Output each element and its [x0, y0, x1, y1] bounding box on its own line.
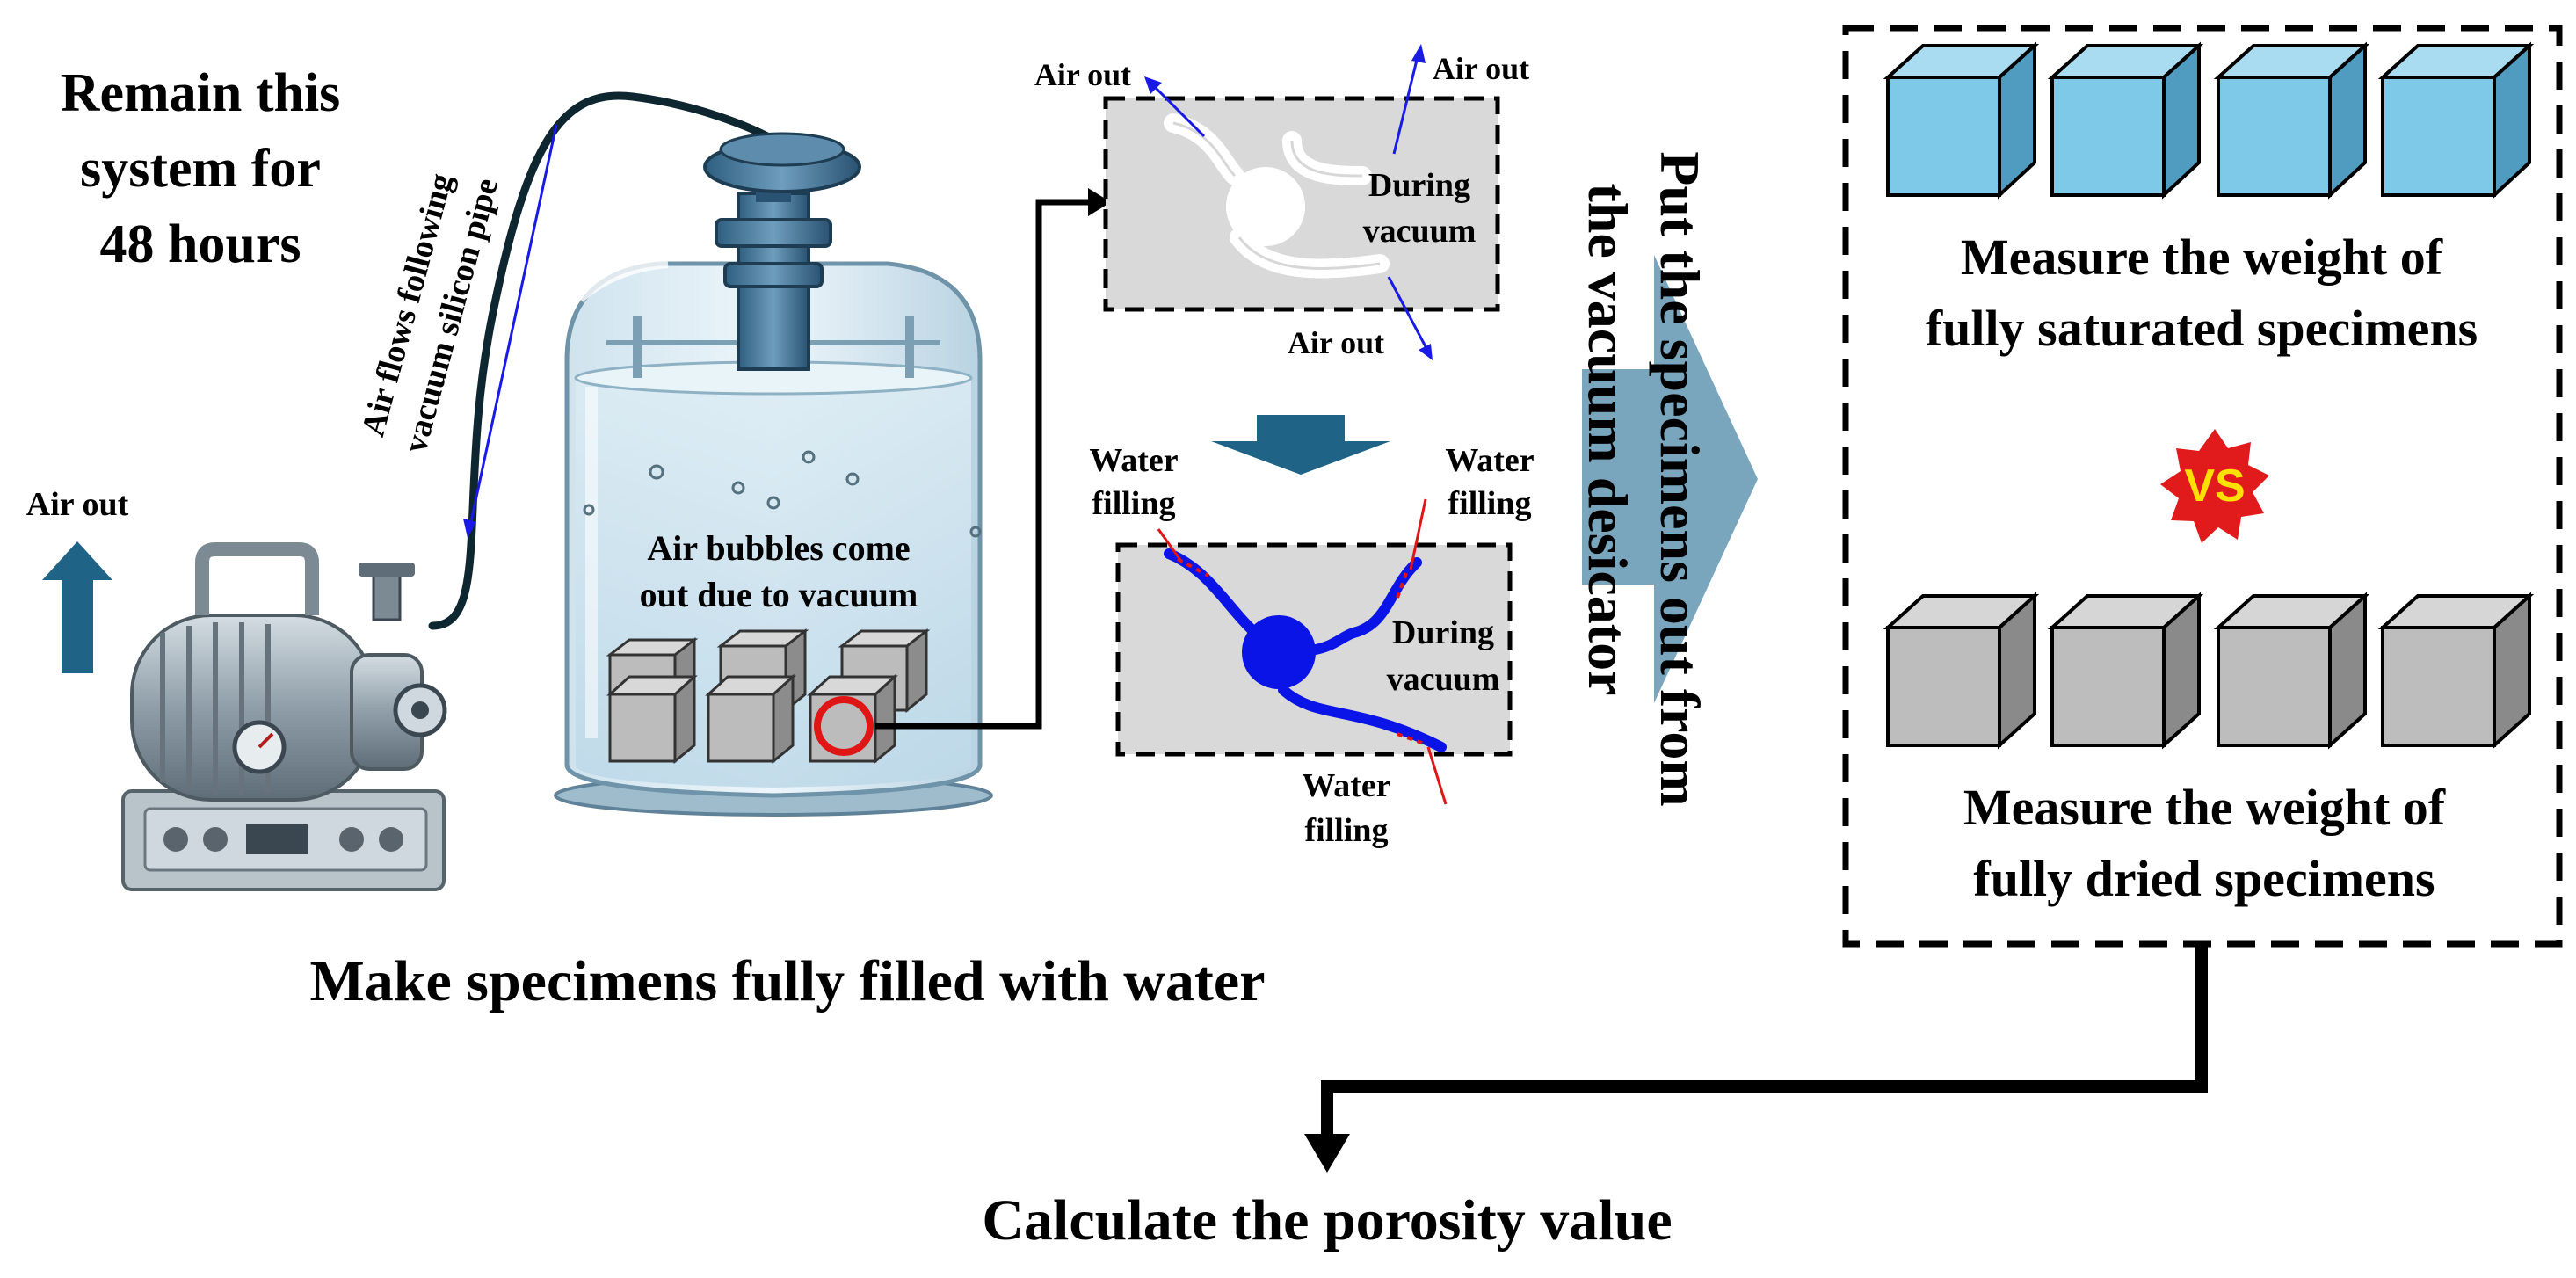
stage2-water-line-tr — [1409, 498, 1427, 570]
stage2-water-tr-line-1: Water — [1445, 442, 1534, 479]
stage1-air-out-right: Air out — [1433, 51, 1529, 86]
saturated-caption-line-2: fully saturated specimens — [1926, 300, 2478, 357]
specimen-zoom-arrowhead — [1088, 188, 1111, 216]
dried-caption-line-1: Measure the weight of — [1963, 779, 2446, 836]
stage1-pore — [1164, 113, 1390, 279]
stage2-box-line-1: During — [1392, 614, 1494, 651]
stage2-water-tl-line-2: filling — [1092, 485, 1175, 522]
saturated-specimens-row — [1883, 41, 2535, 200]
stage1-box-line-1: During — [1368, 167, 1470, 204]
dried-specimens-row — [1883, 592, 2535, 750]
pump-air-out-arrow — [42, 541, 112, 673]
vacuum-pump-illustration — [121, 542, 447, 891]
saturated-cube — [2213, 41, 2370, 200]
remain-note-line-1: Remain this — [61, 63, 341, 123]
saturated-cube — [2377, 41, 2535, 200]
stage2-pore — [1164, 548, 1447, 752]
final-caption: Calculate the porosity value — [982, 1188, 1672, 1253]
pipe-flow-arrow-line — [468, 124, 558, 526]
result-arrowhead — [1304, 1134, 1350, 1173]
jar-note-line-2: out due to vacuum — [640, 575, 918, 614]
result-connector — [1321, 944, 2208, 1143]
stage1-air-out-left: Air out — [1034, 57, 1131, 92]
stage2-water-line-bottom — [1426, 746, 1448, 805]
vertical-note-line-2: the vacuum desicator — [1577, 183, 1639, 695]
stage1-air-out-bottom: Air out — [1288, 325, 1384, 360]
dried-cube — [2047, 592, 2204, 750]
stage1-air-arrow-right — [1392, 52, 1420, 155]
dried-cube — [2377, 592, 2535, 750]
stage1-air-arrowhead-right — [1411, 44, 1426, 63]
big-right-arrow — [1582, 255, 1758, 703]
jar-specimen-cubes — [606, 628, 931, 765]
pump-air-out-label: Air out — [26, 486, 129, 523]
jar-note-line-1: Air bubbles come — [647, 528, 910, 568]
vs-badge-label: VS — [2184, 461, 2245, 512]
stage2-water-line-tl — [1157, 528, 1184, 563]
vertical-note-line-1: Put the specimens out from — [1649, 151, 1711, 806]
main-caption: Make specimens fully filled with water — [309, 949, 1265, 1013]
stage2-water-bottom-line-2: filling — [1304, 812, 1388, 849]
vs-badge: VS — [2160, 429, 2269, 543]
saturated-cube — [1883, 41, 2040, 200]
stage1-air-arrowhead-left — [1144, 76, 1162, 94]
dried-cube — [1883, 592, 2040, 750]
pore-highlight-circle — [814, 696, 874, 756]
stage2-water-bottom-line-1: Water — [1302, 767, 1390, 804]
dried-caption-line-2: fully dried specimens — [1973, 850, 2435, 907]
stage2-water-tr-line-2: filling — [1448, 485, 1531, 522]
pipe-flow-arrowhead — [463, 519, 476, 538]
stage1-air-arrow-left — [1150, 82, 1206, 138]
dried-cube — [2213, 592, 2370, 750]
specimen-zoom-connector — [875, 199, 1093, 730]
stage1-air-arrow-bottom — [1387, 276, 1430, 352]
stage1-box-line-2: vacuum — [1363, 213, 1477, 250]
remain-note-line-2: system for — [80, 139, 321, 199]
silicon-pipe — [428, 91, 791, 630]
stage-transition-arrow — [1211, 415, 1390, 475]
stage1-air-arrowhead-bottom — [1419, 344, 1433, 360]
stage2-water-tl-line-1: Water — [1089, 442, 1178, 479]
remain-note-line-3: 48 hours — [99, 214, 301, 274]
stage2-box-line-2: vacuum — [1387, 661, 1500, 698]
saturated-caption-line-1: Measure the weight of — [1961, 229, 2443, 286]
saturated-cube — [2047, 41, 2204, 200]
